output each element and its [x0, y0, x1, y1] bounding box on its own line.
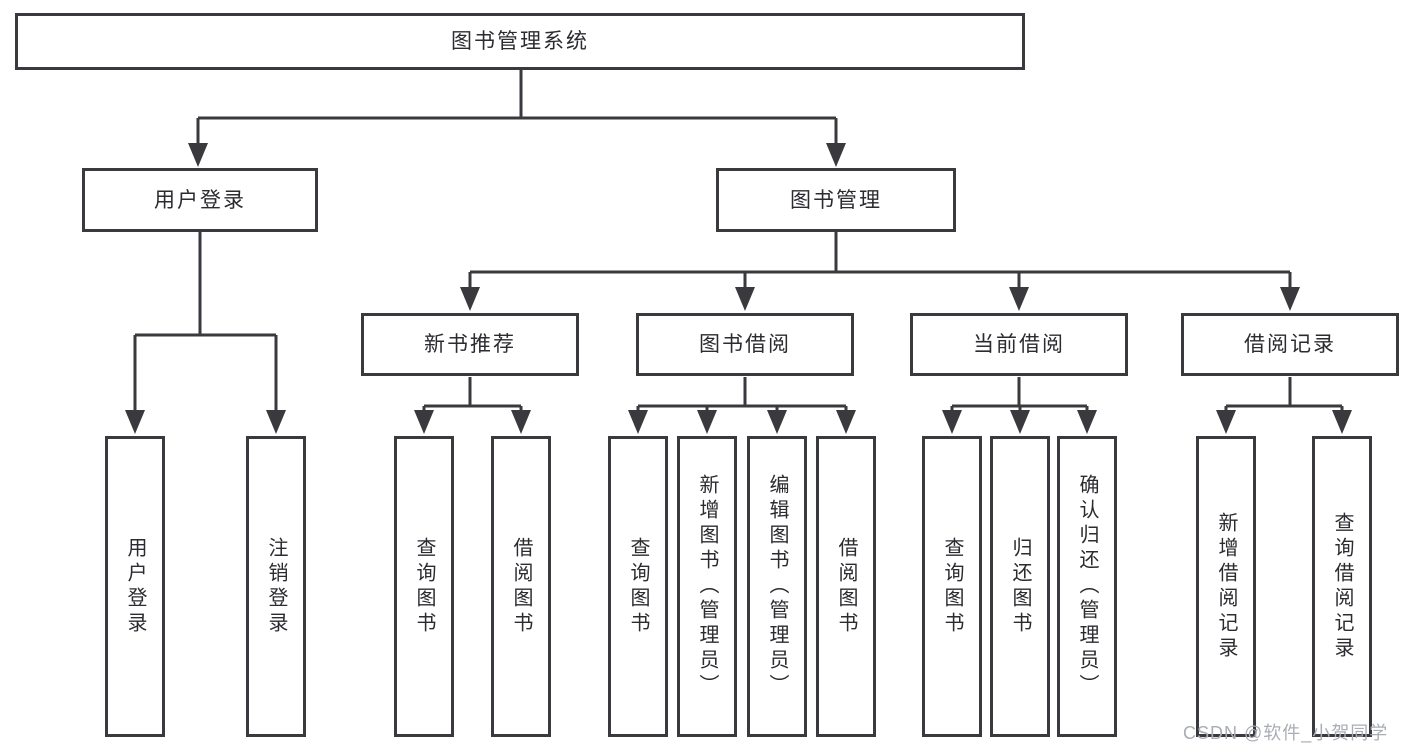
arrow-down-icon	[188, 143, 208, 167]
node-label: 新增借阅记录	[1215, 511, 1237, 662]
arrow-down-icon	[826, 143, 846, 167]
leaf-current-query-books: 查询图书	[922, 436, 982, 737]
arrow-down-icon	[414, 410, 434, 434]
connector-records-to-leaves	[1224, 377, 1344, 413]
node-borrowing-records: 借阅记录	[1181, 313, 1399, 376]
leaf-borrowing-borrow-books: 借阅图书	[816, 436, 876, 737]
connector-borrowing-to-leaves	[636, 377, 848, 413]
arrow-down-icon	[1332, 410, 1352, 434]
node-label: 图书管理系统	[451, 30, 589, 53]
arrow-down-icon	[836, 410, 856, 434]
arrow-down-icon	[1009, 287, 1029, 311]
arrow-down-icon	[1280, 287, 1300, 311]
leaf-recommend-query-books: 查询图书	[394, 436, 454, 737]
arrow-down-icon	[735, 287, 755, 311]
node-label: 确认归还（管理员）	[1076, 474, 1098, 699]
node-book-management: 图书管理	[716, 168, 956, 232]
arrow-down-icon	[460, 287, 480, 311]
node-label: 新增图书（管理员）	[696, 474, 718, 699]
connector-root-to-level2	[196, 70, 838, 146]
arrow-down-icon	[1077, 410, 1097, 434]
csdn-watermark: CSDN @软件_小贺同学	[1183, 723, 1389, 743]
node-current-borrowing: 当前借阅	[910, 313, 1128, 376]
leaf-borrowing-add-books-admin: 新增图书（管理员）	[677, 436, 737, 737]
arrow-down-icon	[942, 410, 962, 434]
leaf-borrowing-query-books: 查询图书	[608, 436, 668, 737]
connector-arrowheads	[125, 143, 1352, 434]
connector-user-login-to-leaves	[133, 232, 278, 412]
node-library-system: 图书管理系统	[15, 13, 1025, 70]
arrow-down-icon	[767, 410, 787, 434]
node-label: 借阅图书	[510, 536, 532, 637]
node-book-borrowing: 图书借阅	[636, 313, 854, 376]
connector-recommend-to-leaves	[422, 377, 523, 413]
arrow-down-icon	[125, 410, 145, 434]
leaf-records-add-record: 新增借阅记录	[1196, 436, 1256, 737]
arrow-down-icon	[266, 410, 286, 434]
node-label: 用户登录	[154, 188, 246, 212]
node-label: 查询图书	[627, 536, 649, 637]
node-label: 图书管理	[790, 188, 882, 212]
connector-current-to-leaves	[950, 377, 1089, 413]
arrow-down-icon	[1010, 410, 1030, 434]
node-label: 编辑图书（管理员）	[766, 474, 788, 699]
leaf-user-login: 用户登录	[105, 436, 165, 737]
node-label: 借阅记录	[1244, 333, 1336, 356]
node-label: 查询借阅记录	[1331, 511, 1353, 662]
node-label: 新书推荐	[424, 333, 516, 356]
connector-book-management-to-level3	[468, 232, 1292, 290]
node-label: 注销登录	[265, 536, 287, 637]
arrow-down-icon	[511, 410, 531, 434]
arrow-down-icon	[628, 410, 648, 434]
node-label: 当前借阅	[973, 333, 1065, 356]
leaf-borrowing-edit-books-admin: 编辑图书（管理员）	[747, 436, 807, 737]
node-label: 归还图书	[1009, 536, 1031, 637]
arrow-down-icon	[1216, 410, 1236, 434]
node-label: 用户登录	[124, 536, 146, 637]
leaf-current-confirm-return-admin: 确认归还（管理员）	[1057, 436, 1117, 737]
node-new-book-recommendation: 新书推荐	[361, 313, 579, 376]
leaf-logout: 注销登录	[246, 436, 306, 737]
arrow-down-icon	[697, 410, 717, 434]
leaf-records-query-record: 查询借阅记录	[1312, 436, 1372, 737]
node-label: 图书借阅	[699, 333, 791, 356]
node-user-login: 用户登录	[82, 168, 318, 232]
node-label: 查询图书	[941, 536, 963, 637]
node-label: 借阅图书	[835, 536, 857, 637]
node-label: 查询图书	[413, 536, 435, 637]
leaf-current-return-books: 归还图书	[990, 436, 1050, 737]
leaf-recommend-borrow-books: 借阅图书	[491, 436, 551, 737]
